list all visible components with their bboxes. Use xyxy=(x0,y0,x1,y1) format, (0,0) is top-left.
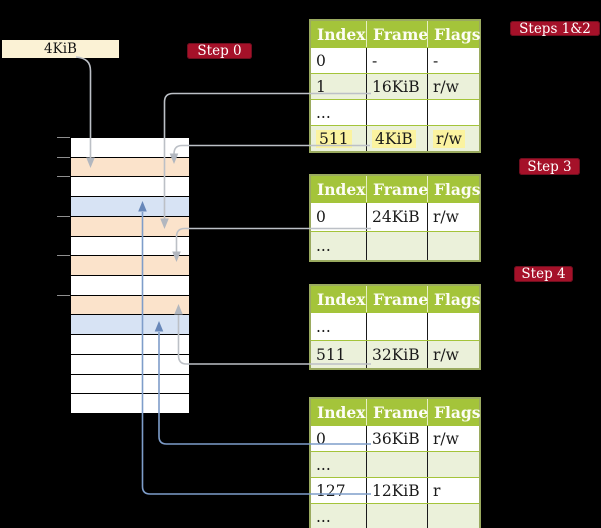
memory-frame-row xyxy=(71,294,189,315)
table-cell: ... xyxy=(311,100,367,125)
highlighted-value: r/w xyxy=(433,129,465,148)
table-row: ... xyxy=(311,451,479,477)
table-row: ... xyxy=(311,503,479,528)
table-cell xyxy=(367,100,428,125)
table-row: 511 4KiB r/w xyxy=(311,125,479,151)
table-cell: 1 xyxy=(311,74,367,99)
table-cell: ... xyxy=(311,232,367,260)
column-header: Flags xyxy=(434,402,481,422)
table-cell: r/w xyxy=(433,345,459,364)
table-cell: 511 xyxy=(311,341,367,368)
column-header: Frame xyxy=(367,286,428,312)
column-header: Index xyxy=(311,21,367,47)
table-cell: 32KiB xyxy=(367,341,428,368)
badge-steps-1-2: Steps 1&2 xyxy=(510,21,600,37)
table-row: ... xyxy=(311,231,479,260)
badge-step-3: Step 3 xyxy=(519,158,580,175)
table-cell: 0 xyxy=(311,48,367,73)
badge-step-4: Step 4 xyxy=(514,266,573,282)
table-cell xyxy=(428,452,479,477)
table-cell: r/w xyxy=(433,77,459,96)
table-row: 0-- xyxy=(311,47,479,73)
memory-frame-row xyxy=(71,196,189,216)
table-cell xyxy=(428,232,479,260)
table-cell: r/w xyxy=(433,429,459,448)
table-cell: 24KiB xyxy=(367,203,428,231)
table-cell xyxy=(428,100,479,125)
column-header: Index xyxy=(311,399,367,425)
column-header: Frame xyxy=(367,176,428,202)
table-cell: 16KiB xyxy=(367,74,428,99)
highlighted-value: 511 xyxy=(316,129,352,148)
column-header: Flags xyxy=(434,289,481,309)
memory-tick xyxy=(57,157,70,158)
table-cell xyxy=(428,313,479,340)
table-cell: 127 xyxy=(311,478,367,503)
table-cell: 36KiB xyxy=(367,426,428,451)
memory-frame-row xyxy=(71,353,189,374)
table-cell: 0 xyxy=(311,203,367,231)
table-cell: 0 xyxy=(311,426,367,451)
physical-memory-column xyxy=(70,137,190,414)
table-cell xyxy=(367,504,428,528)
highlighted-value: 4KiB xyxy=(372,129,416,148)
table-cell: ... xyxy=(311,452,367,477)
column-header: Index xyxy=(311,286,367,312)
memory-frame-row xyxy=(71,275,189,295)
table-row: ... xyxy=(311,99,479,125)
table-cell: r/w xyxy=(428,126,479,151)
page-size-label: 4KiB xyxy=(2,40,119,58)
table-row: ... xyxy=(311,312,479,340)
memory-frame-row xyxy=(71,176,189,197)
column-header: Frame xyxy=(367,399,428,425)
memory-frame-row xyxy=(71,314,189,335)
table-cell: 511 xyxy=(311,126,367,151)
memory-frame-row xyxy=(71,235,189,256)
table-cell: ... xyxy=(311,313,367,340)
table-cell: r/w xyxy=(433,208,459,226)
column-header: Frame xyxy=(367,21,428,47)
memory-frame-row xyxy=(71,215,189,236)
memory-frame-row xyxy=(71,334,189,354)
table-cell xyxy=(428,504,479,528)
memory-frame-row xyxy=(71,373,189,394)
column-header: Flags xyxy=(434,24,481,44)
column-header: Flags xyxy=(434,179,481,199)
memory-tick xyxy=(57,176,70,177)
memory-frame-row xyxy=(71,156,189,177)
table-cell: - xyxy=(367,48,428,73)
memory-tick xyxy=(57,295,70,296)
table-cell: r xyxy=(433,481,441,500)
badge-step-0: Step 0 xyxy=(187,43,252,59)
table-cell xyxy=(367,232,428,260)
column-header: Index xyxy=(311,176,367,202)
table-cell: 12KiB xyxy=(367,478,428,503)
memory-frame-row xyxy=(71,138,189,157)
memory-frame-row xyxy=(71,393,189,414)
table-cell xyxy=(367,452,428,477)
memory-frame-row xyxy=(71,255,189,276)
table-cell: - xyxy=(433,51,439,70)
memory-tick xyxy=(57,216,70,217)
memory-tick xyxy=(57,255,70,256)
table-cell: 4KiB xyxy=(367,126,428,151)
table-cell: ... xyxy=(311,504,367,528)
memory-tick xyxy=(57,137,70,138)
table-cell xyxy=(367,313,428,340)
